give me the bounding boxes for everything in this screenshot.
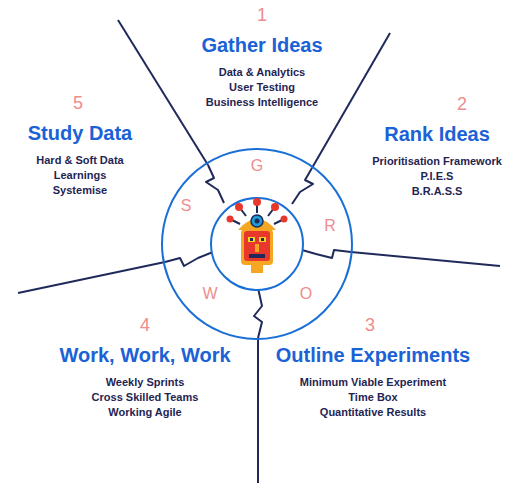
step-number: 4 (140, 316, 150, 336)
step-heading: Work, Work, Work (59, 344, 230, 366)
step-number: 5 (73, 94, 83, 114)
step-item: Business Intelligence (206, 96, 318, 108)
step-number: 2 (457, 95, 467, 115)
step-item: User Testing (229, 81, 295, 93)
step-number: 3 (365, 316, 375, 336)
step-item: Minimum Viable Experiment (300, 376, 447, 388)
ring-letter: G (251, 157, 263, 175)
step-item: Working Agile (108, 406, 181, 418)
step-item: Learnings (54, 169, 107, 181)
step-item: Data & Analytics (219, 66, 305, 78)
step-item: Quantitative Results (320, 406, 426, 418)
jagged-line (254, 288, 262, 338)
step-heading: Gather Ideas (201, 34, 322, 56)
jagged-line (292, 168, 313, 204)
step-item: B.R.A.S.S (412, 185, 463, 197)
mascot-icon (227, 198, 288, 273)
step-number: 1 (257, 6, 267, 26)
ring-letter: R (324, 217, 336, 235)
step-heading: Rank Ideas (384, 123, 490, 145)
step-item: Cross Skilled Teams (92, 391, 199, 403)
jagged-line (302, 250, 351, 258)
divider-line (312, 33, 390, 168)
ring-letter: W (202, 285, 217, 303)
step-item: Weekly Sprints (106, 376, 185, 388)
ring-letter: O (300, 285, 312, 303)
jagged-line (206, 165, 224, 203)
step-heading: Outline Experiments (276, 344, 471, 366)
ring-letter: S (181, 197, 192, 215)
step-heading: Study Data (28, 122, 132, 144)
divider-line (351, 252, 500, 266)
step-item: P.I.E.S (421, 170, 454, 182)
step-item: Time Box (348, 391, 397, 403)
outer-ring (162, 149, 352, 339)
step-item: Systemise (53, 184, 107, 196)
jagged-line (165, 252, 213, 266)
step-item: Prioritisation Framework (372, 155, 502, 167)
divider-line (18, 262, 165, 293)
divider-line (257, 338, 259, 483)
inner-ring (211, 198, 303, 290)
step-item: Hard & Soft Data (36, 154, 123, 166)
